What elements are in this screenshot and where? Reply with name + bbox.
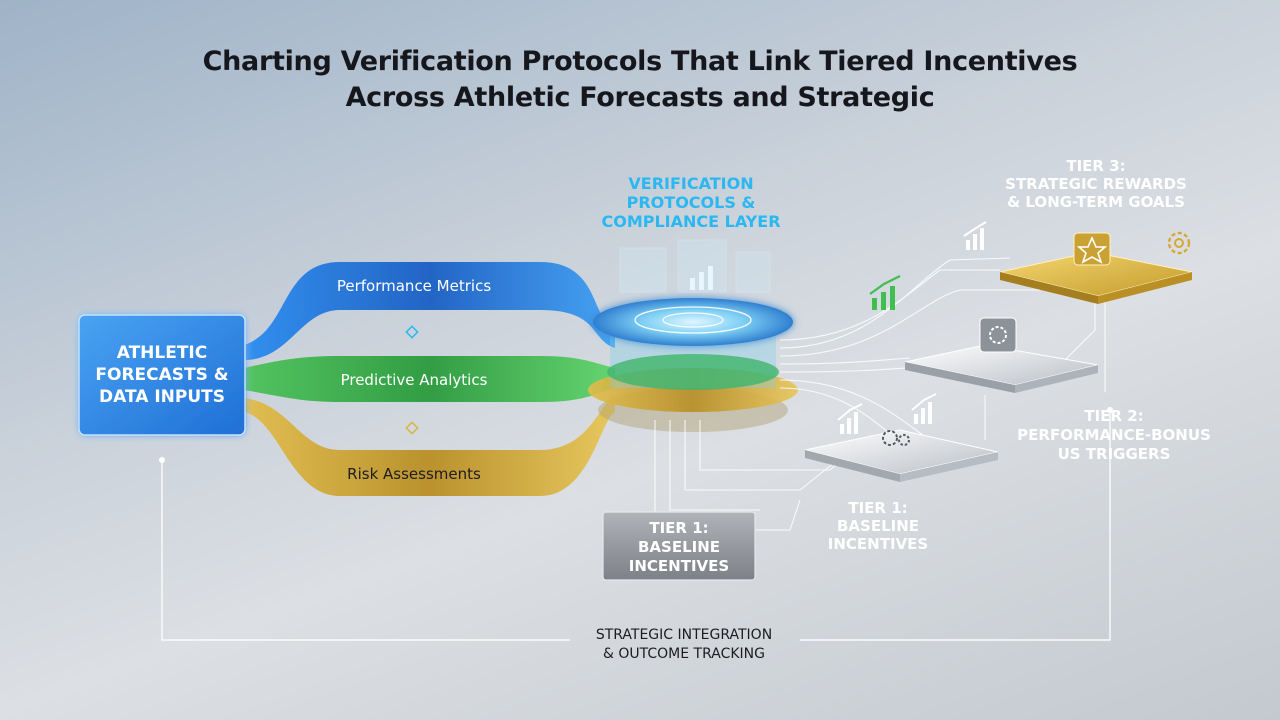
tier1-box-line-3: INCENTIVES [629,557,729,575]
footer-label: STRATEGIC INTEGRATION & OUTCOME TRACKING [596,627,772,662]
footer-line-2: & OUTCOME TRACKING [603,646,765,662]
verification-label: VERIFICATION PROTOCOLS & COMPLIANCE LAYE… [601,174,780,231]
stream-predictive [244,356,615,402]
star-icon [1076,236,1108,264]
tier3-platform [999,232,1193,304]
feedback-loop-line [161,410,1111,641]
tier3-line-2: STRATEGIC REWARDS [1005,175,1187,193]
tier1-label: TIER 1: BASELINE INCENTIVES [828,499,928,553]
stream-performance [244,262,615,360]
tier1-right-line-1: TIER 1: [848,499,907,517]
tier1-right-line-3: INCENTIVES [828,535,928,553]
bar-chart-icon [911,393,937,424]
input-box-line-1: ATHLETIC [117,343,208,363]
stream-label-performance: Performance Metrics [337,277,491,295]
verification-line-2: PROTOCOLS & [627,193,756,212]
tier1-right-line-2: BASELINE [837,517,919,535]
bar-chart-icon [837,403,863,434]
tier3-line-1: TIER 3: [1066,157,1125,175]
stream-risk [244,395,615,496]
verification-line-3: COMPLIANCE LAYER [601,212,780,231]
tier2-line-3: US TRIGGERS [1058,445,1171,463]
diamond-icon [405,421,419,435]
tier3-label: TIER 3: STRATEGIC REWARDS & LONG-TERM GO… [1005,157,1187,211]
tier1-box-line-2: BASELINE [638,538,720,556]
tier1-box: TIER 1: BASELINE INCENTIVES [602,511,756,581]
title-line-2: Across Athletic Forecasts and Strategic [345,82,935,113]
tier1-box-line-1: TIER 1: [649,519,708,537]
verification-line-1: VERIFICATION [628,174,753,193]
tier2-label: TIER 2: PERFORMANCE-BONUS US TRIGGERS [1017,407,1211,463]
title-line-1: Charting Verification Protocols That Lin… [202,46,1078,77]
tier3-line-3: & LONG-TERM GOALS [1007,193,1185,211]
input-box-line-3: DATA INPUTS [99,387,225,407]
stream-label-predictive: Predictive Analytics [341,371,488,389]
bar-chart-icon [963,221,987,250]
tier1-platform [804,429,999,482]
diamond-icon [405,325,419,339]
verification-hub [588,239,798,432]
tier2-line-2: PERFORMANCE-BONUS [1017,426,1211,444]
input-box: ATHLETIC FORECASTS & DATA INPUTS [78,314,246,436]
footer-line-1: STRATEGIC INTEGRATION [596,627,772,643]
input-box-line-2: FORECASTS & [95,365,228,385]
bar-chart-icon [869,275,901,310]
stream-label-risk: Risk Assessments [347,465,481,483]
tier2-line-1: TIER 2: [1084,407,1143,425]
gear-icon [1167,231,1191,255]
page-title: Charting Verification Protocols That Lin… [0,44,1280,116]
tier2-platform [904,317,1099,393]
